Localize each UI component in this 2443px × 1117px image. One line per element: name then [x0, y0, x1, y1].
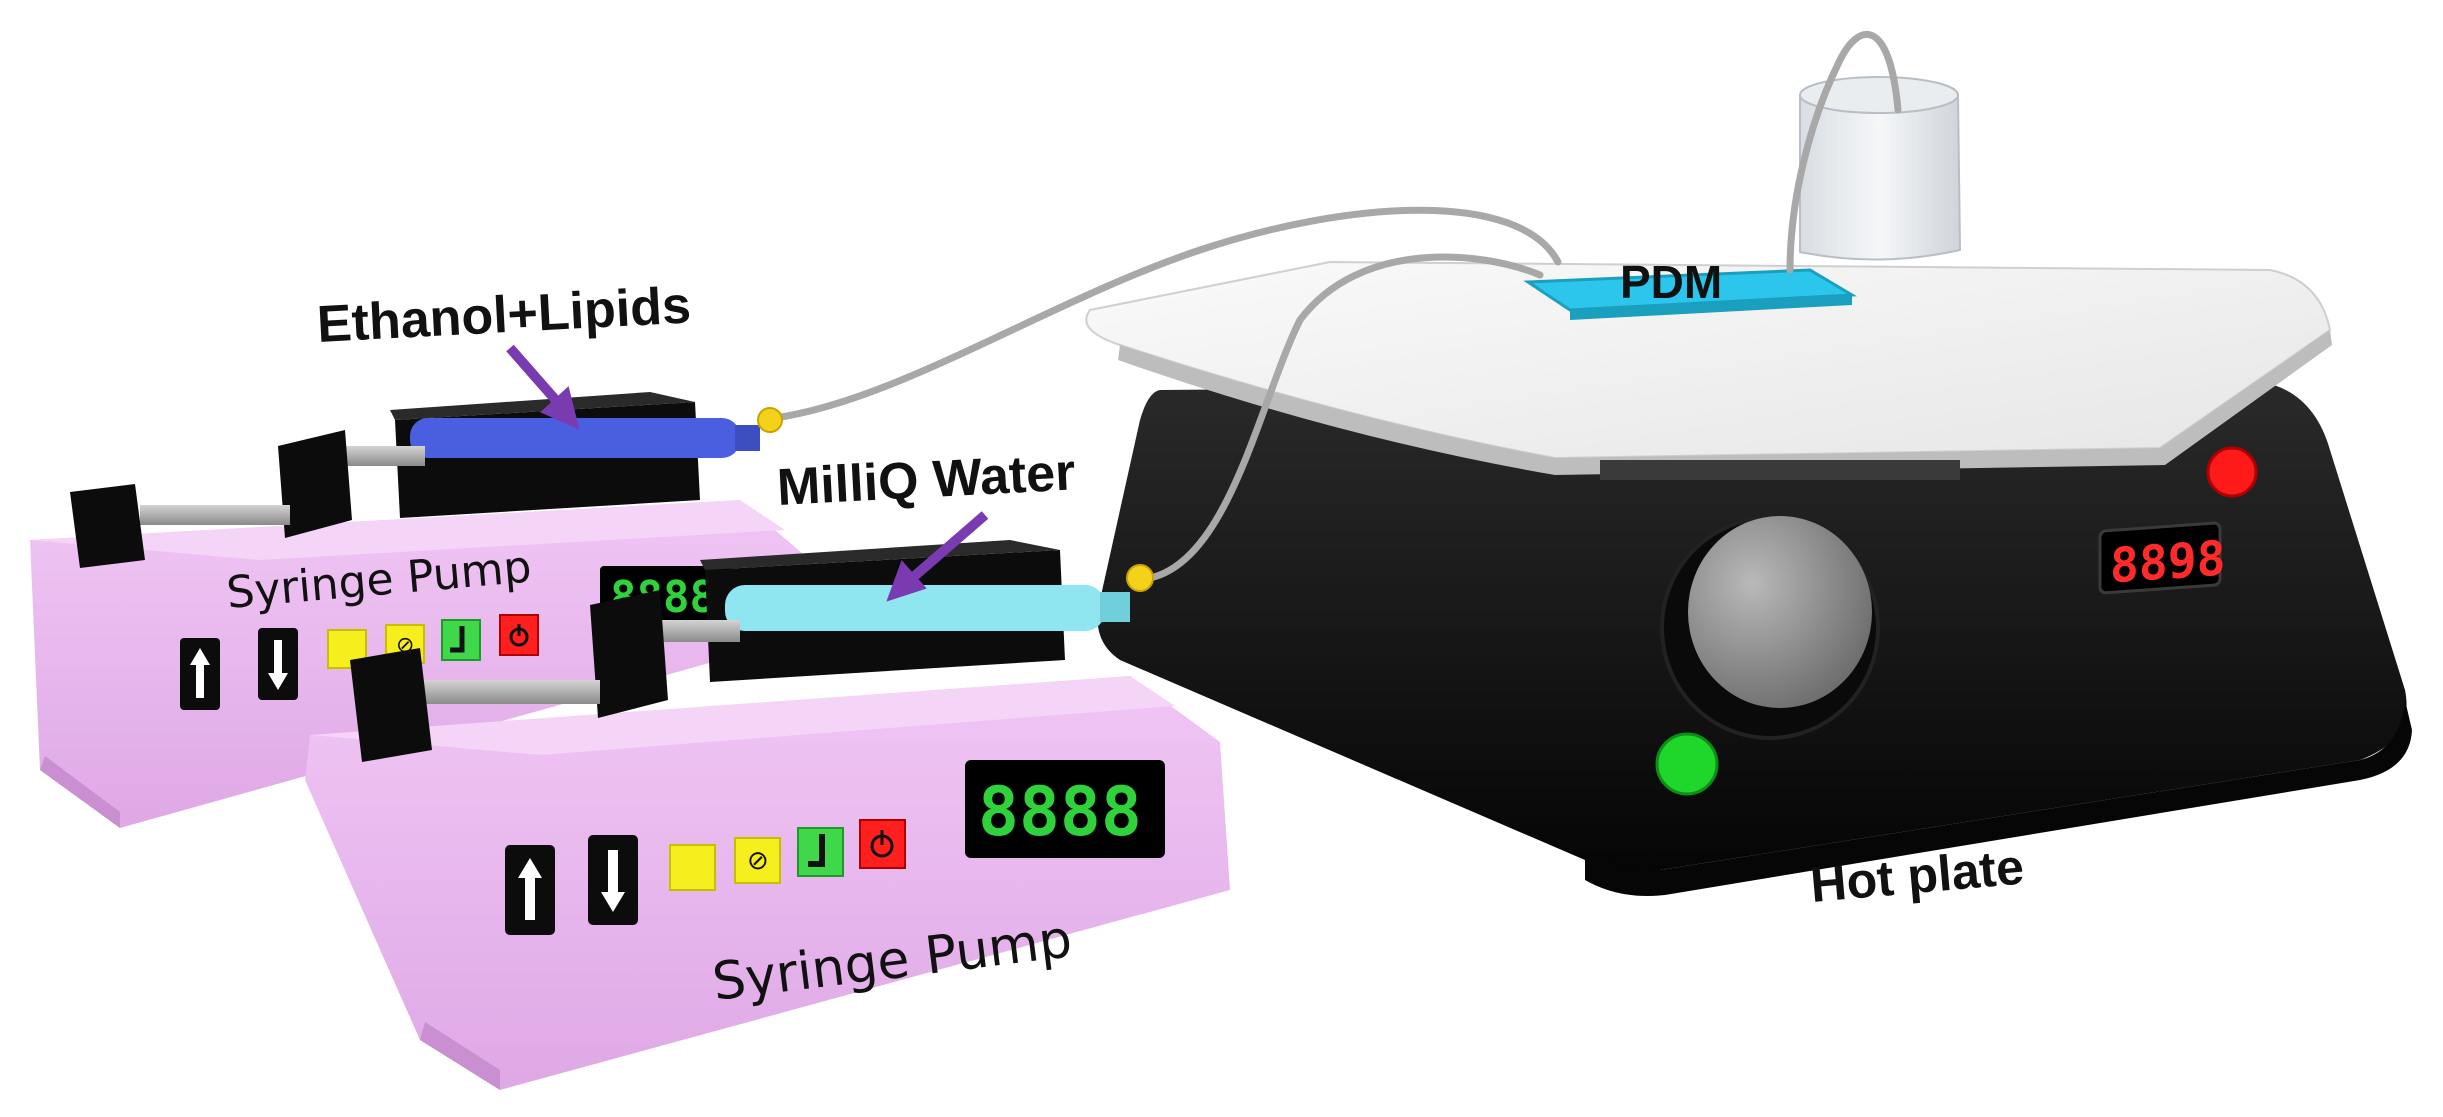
pump-front-display-value: 8888	[978, 773, 1142, 852]
pump-back-down-button[interactable]	[258, 628, 298, 700]
pdm-label: PDM	[1620, 256, 1722, 308]
hot-plate-display-value: 8898	[2110, 530, 2226, 594]
pump-front-down-button[interactable]	[588, 835, 638, 925]
hot-plate-top-edge	[1118, 330, 2332, 475]
hot-plate-green-button[interactable]	[1655, 732, 1719, 796]
hot-plate-display	[2098, 521, 2222, 595]
hot-plate: 8898	[1085, 260, 2412, 896]
arrow-ethanol	[506, 344, 580, 430]
syringe-ethanol-tip	[757, 407, 783, 433]
pdm-chip: PDM	[1523, 256, 1858, 320]
hot-plate-knob[interactable]	[1688, 516, 1872, 708]
callout-arrows	[506, 344, 989, 602]
pump-front-yellow-button[interactable]	[669, 844, 716, 891]
pump-front-top	[310, 676, 1175, 755]
tube-water	[1146, 253, 1544, 582]
hot-plate-base-side	[1585, 700, 2412, 896]
syringe-water	[725, 585, 1105, 631]
hot-plate-support	[1600, 460, 1960, 480]
syringe-ethanol	[410, 418, 740, 458]
pump-back-up-button[interactable]	[180, 638, 220, 710]
arrow-water	[886, 511, 989, 602]
pump-front-up-button[interactable]	[505, 845, 555, 935]
tubing	[771, 30, 1902, 582]
label-ethanol-lipids: Ethanol+Lipids	[316, 276, 693, 354]
hot-plate-red-button[interactable]	[2206, 446, 2258, 498]
tube-outlet	[1786, 30, 1902, 274]
pump-back-power-button[interactable]	[499, 614, 539, 656]
stop-icon: ⊘	[747, 846, 769, 876]
pump-front-display	[965, 760, 1165, 858]
syringe-pump-front: ⊘ 8888 Syringe Pump	[305, 540, 1230, 1090]
tube-ethanol	[771, 206, 1562, 422]
pump-front-power-button[interactable]	[859, 819, 906, 869]
pump-front-stop-button[interactable]: ⊘	[734, 837, 781, 884]
pump-back-start-button[interactable]	[441, 619, 481, 661]
label-milliq-water: MilliQ Water	[776, 443, 1077, 517]
pump-front-start-button[interactable]	[797, 827, 844, 877]
syringe-water-tip	[1126, 564, 1154, 592]
beaker	[1799, 76, 1962, 261]
pump-back-top	[30, 500, 785, 560]
